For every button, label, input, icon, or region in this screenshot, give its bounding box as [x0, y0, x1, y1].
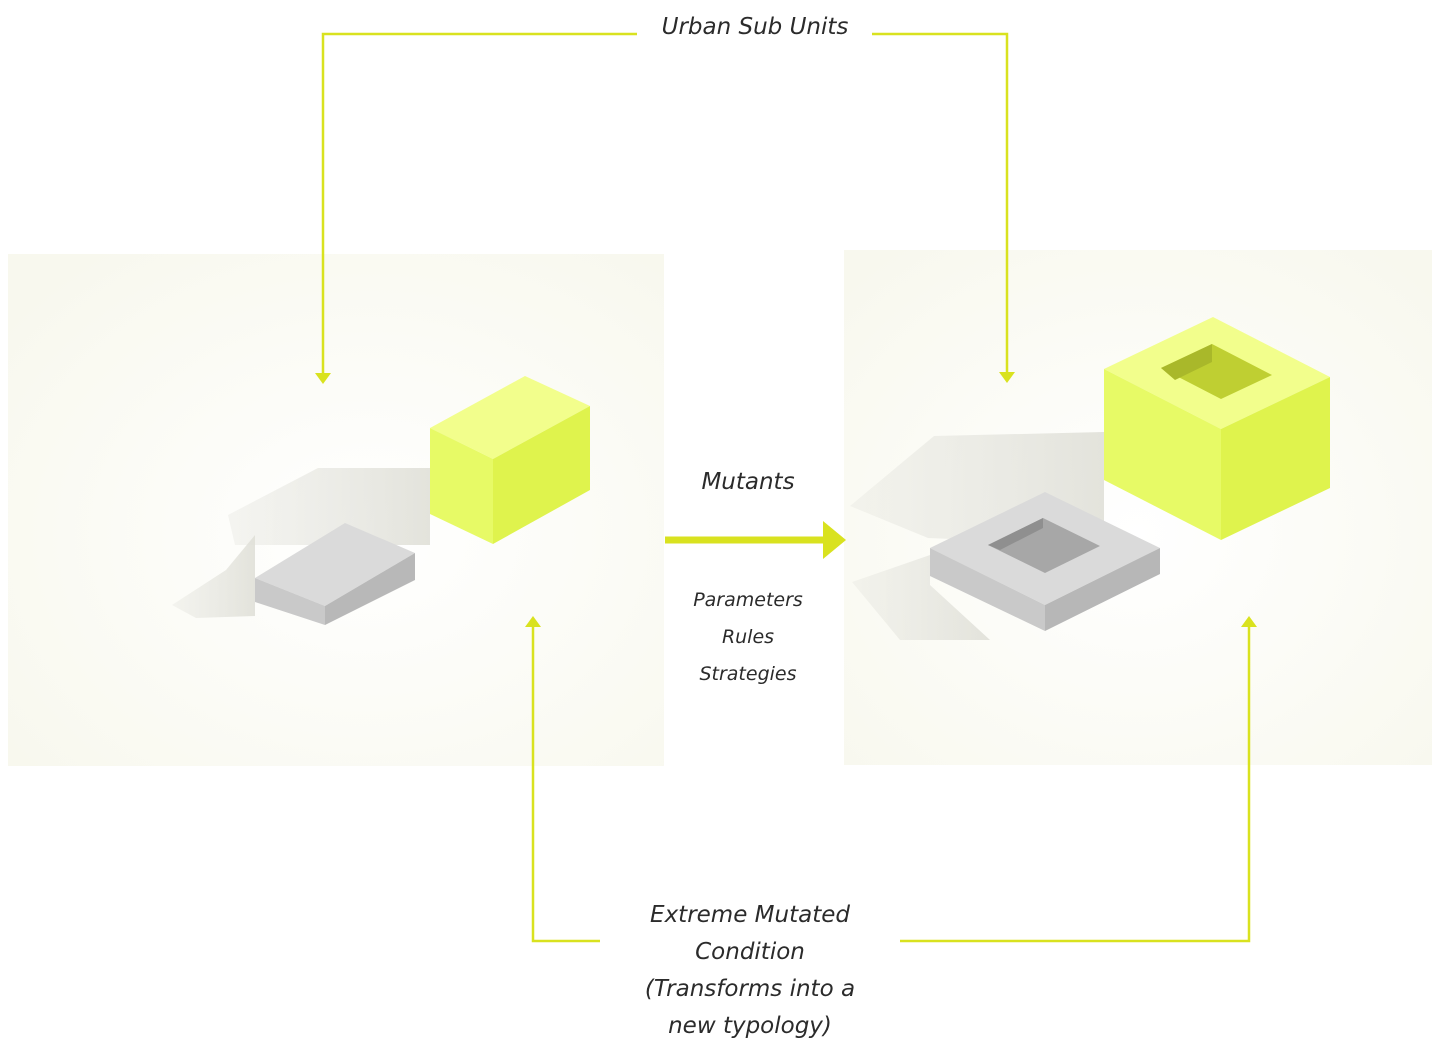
grey-block-shadow [172, 535, 255, 618]
top-bracket-right-line [872, 32, 1009, 373]
bottom-right-arrowhead [1241, 616, 1257, 627]
bottom-bracket-right-line [898, 626, 1251, 943]
hollow-lime-block [1104, 317, 1330, 540]
right-render-panel [844, 250, 1432, 765]
extreme-line-1: Extreme Mutated [650, 902, 850, 928]
mutants-arrow [665, 521, 846, 559]
strategies-label: Strategies [699, 663, 797, 685]
bottom-bracket-left-line [531, 626, 603, 943]
mutants-label: Mutants [701, 469, 795, 495]
extreme-line-2: Condition [695, 939, 805, 965]
top-right-arrowhead [999, 372, 1015, 383]
hollow-grey-block-shadow [852, 555, 990, 640]
grey-block [255, 523, 415, 625]
top-bracket [315, 32, 1015, 384]
urban-sub-units-label: Urban Sub Units [640, 10, 870, 44]
extreme-mutated-condition-label: Extreme Mutated Condition (Transforms in… [600, 897, 900, 1045]
bottom-bracket [525, 616, 1257, 943]
extreme-line-3: (Transforms into a [644, 976, 856, 1002]
bottom-left-arrowhead [525, 616, 541, 627]
mutation-inputs-list: Parameters Rules Strategies [668, 582, 828, 693]
top-bracket-left-line [321, 32, 637, 374]
left-render-panel [8, 254, 664, 766]
top-left-arrowhead [315, 373, 331, 384]
lime-block-shadow [228, 468, 430, 545]
hollow-grey-block [930, 492, 1160, 631]
rules-label: Rules [721, 626, 775, 648]
parameters-label: Parameters [693, 589, 803, 611]
extreme-line-4: new typology) [668, 1013, 832, 1039]
mutants-arrowhead [823, 521, 846, 559]
lime-block [430, 376, 590, 544]
